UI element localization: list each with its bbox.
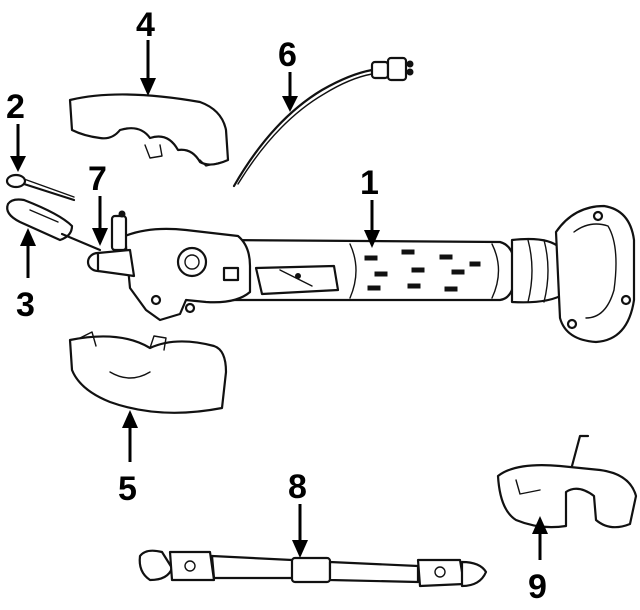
part-2-lever-stud (5, 173, 76, 202)
callout-8: 8 (288, 468, 307, 506)
part-7-lock-cylinder (86, 210, 136, 278)
part-4-upper-shroud (68, 93, 230, 167)
callout-1: 1 (360, 164, 379, 202)
callout-arrows (10, 40, 548, 560)
callout-6: 6 (278, 36, 297, 74)
callout-9: 9 (528, 568, 547, 606)
part-9-bracket (496, 434, 638, 529)
callout-7: 7 (88, 160, 107, 198)
callout-labels: 1 2 3 4 5 6 7 8 9 (6, 6, 547, 606)
part-6-cable (232, 56, 414, 188)
part-5-lower-shroud (68, 331, 228, 414)
part-3-multifunction-lever (6, 198, 102, 252)
callout-3: 3 (16, 286, 35, 324)
part-1-steering-column (123, 204, 636, 344)
callout-4: 4 (136, 6, 155, 44)
callout-2: 2 (6, 88, 25, 126)
part-8-intermediate-shaft (138, 549, 488, 588)
callout-5: 5 (118, 470, 137, 508)
